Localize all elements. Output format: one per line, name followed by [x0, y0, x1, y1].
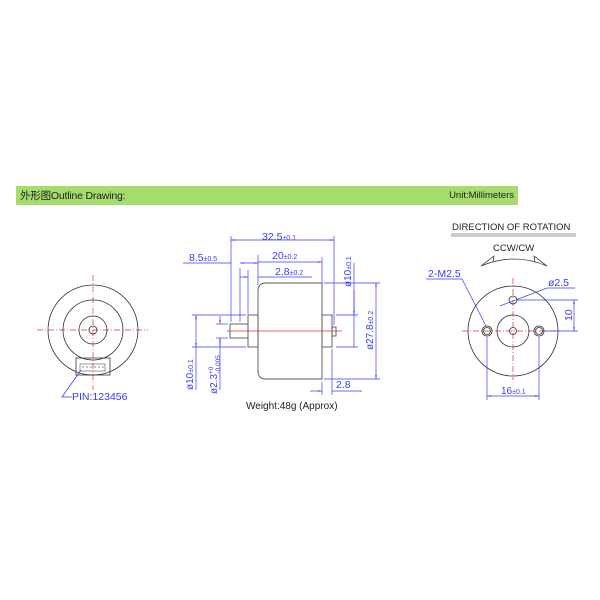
svg-text:ø27.8±0.2: ø27.8±0.2 [365, 311, 376, 350]
svg-text:ø10±0.1: ø10±0.1 [343, 256, 354, 287]
thread-label: 2-M2.5 [428, 268, 461, 280]
front-view: DIRECTION OF ROTATION CCW/CW [426, 222, 578, 400]
rotation-arrow-icon [480, 255, 548, 267]
svg-text:ø10±0.1: ø10±0.1 [185, 359, 196, 390]
dim-rear-boss-dia: ø10 [343, 269, 354, 287]
rear-view: PIN:123456 [37, 275, 148, 403]
hole-dia-label: ø2.5 [548, 277, 569, 289]
dim-shaft-dia: ø2.3 [209, 374, 220, 394]
pin-label: PIN:123456 [72, 391, 128, 403]
dim-rear-boss-length: 2.8 [336, 379, 351, 391]
svg-text:16±0.1: 16±0.1 [501, 386, 526, 397]
dim-body-length: 20 [272, 250, 284, 262]
rotation-label: CCW/CW [493, 243, 534, 254]
svg-text:ø2.3+0-0.005: ø2.3+0-0.005 [208, 355, 222, 394]
svg-text:20±0.2: 20±0.2 [272, 250, 297, 262]
dim-boss-length: 2.8 [275, 266, 290, 278]
dim-front-boss-dia: ø10 [185, 372, 196, 390]
section-title: 外形图Outline Drawing: [20, 190, 126, 202]
unit-label: Unit:Millimeters [449, 190, 514, 201]
svg-text:32.5±0.1: 32.5±0.1 [262, 231, 296, 243]
svg-text:8.5±0.5: 8.5±0.5 [189, 252, 217, 264]
dim-body-dia: ø27.8 [365, 324, 376, 350]
pin-leader-line [61, 369, 82, 398]
side-view: 32.5±0.1 8.5±0.5 20±0.2 2.8±0.2 2.8 ø10±… [183, 231, 380, 412]
dim-shaft-length: 8.5 [189, 252, 204, 264]
section-header-bar: 外形图Outline Drawing: Unit:Millimeters [16, 186, 518, 205]
direction-title: DIRECTION OF ROTATION [452, 222, 571, 233]
svg-text:2.8±0.2: 2.8±0.2 [275, 266, 303, 278]
dim-hole-spacing: 16 [501, 386, 513, 397]
dim-hole-offset: 10 [563, 309, 575, 321]
dim-overall-length: 32.5 [262, 231, 283, 243]
weight-label: Weight:48g (Approx) [246, 401, 338, 412]
